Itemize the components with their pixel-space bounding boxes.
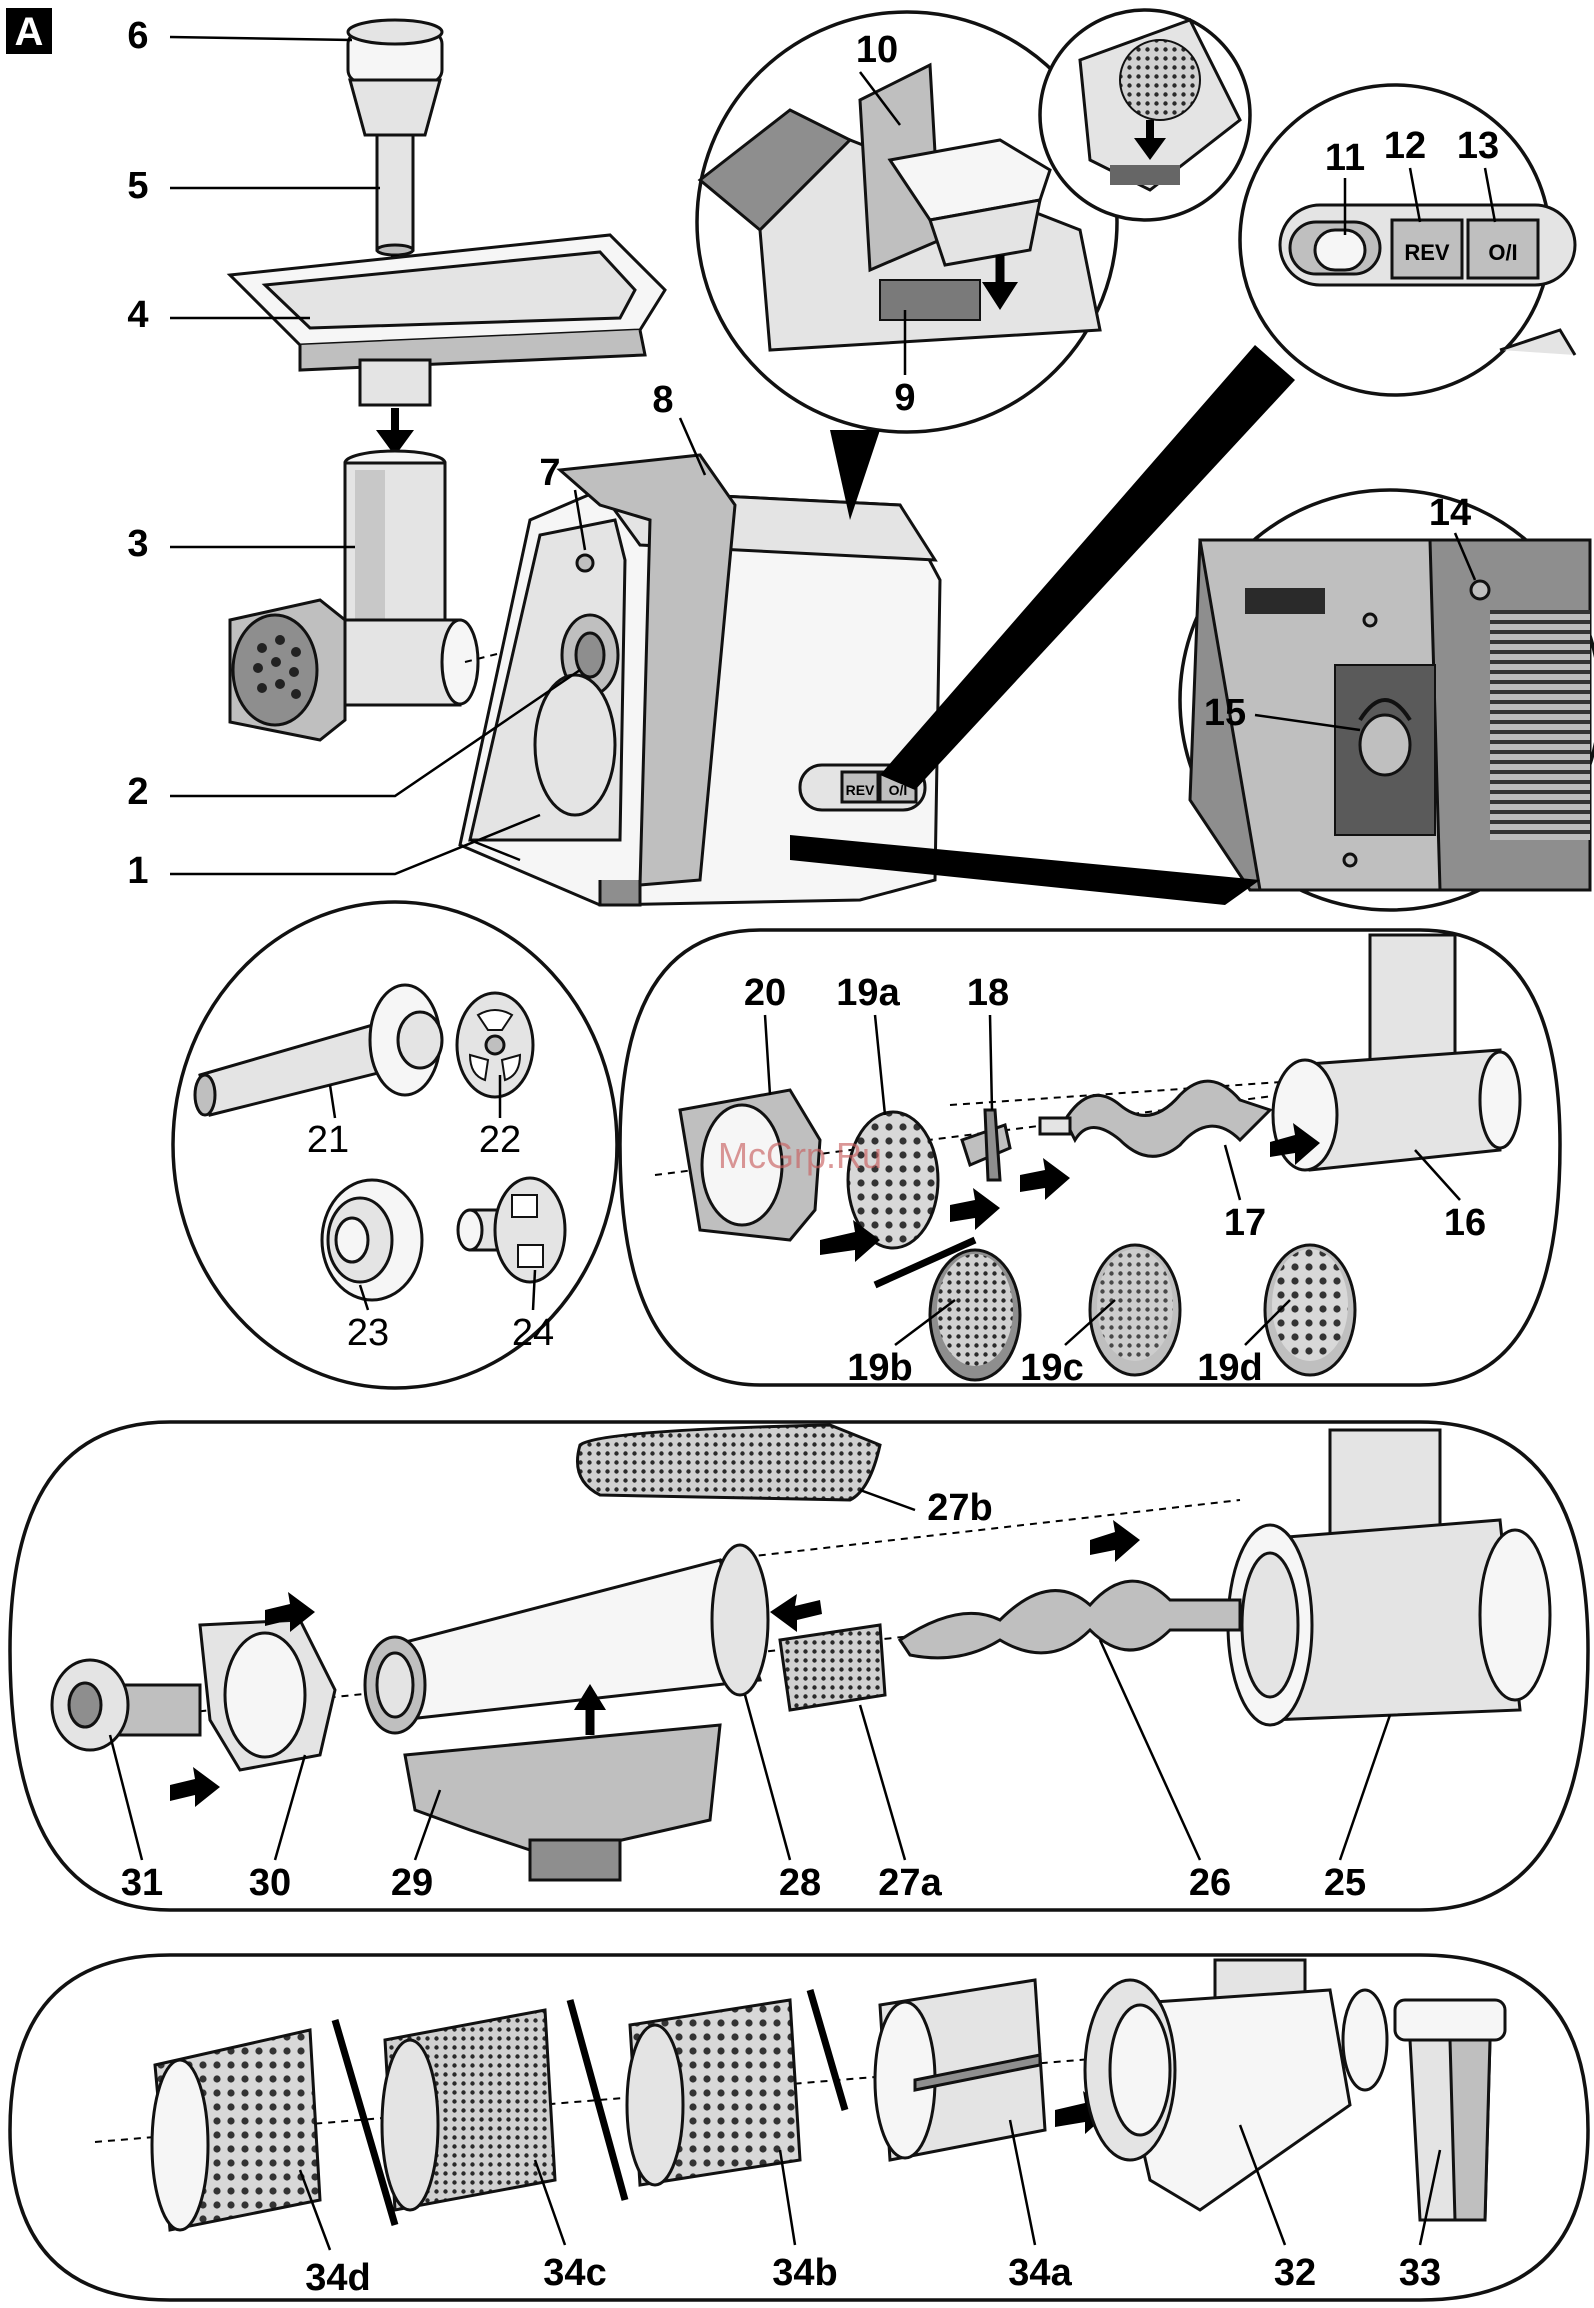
watermark: McGrp.Ru xyxy=(718,1135,882,1176)
label-34a: 34a xyxy=(1008,2252,1072,2294)
label-27a: 27a xyxy=(878,1862,942,1904)
figure-letter-badge: A xyxy=(6,8,52,54)
label-7: 7 xyxy=(539,452,560,494)
label-34b: 34b xyxy=(772,2252,837,2294)
label-16: 16 xyxy=(1444,1202,1486,1244)
label-29: 29 xyxy=(391,1862,433,1904)
label-5: 5 xyxy=(127,165,148,207)
label-34d: 34d xyxy=(305,2257,370,2299)
label-25: 25 xyxy=(1324,1862,1366,1904)
label-23: 23 xyxy=(347,1312,389,1354)
label-12: 12 xyxy=(1384,125,1426,167)
label-8: 8 xyxy=(652,379,673,421)
label-14: 14 xyxy=(1429,492,1471,534)
panel-shredder-attachment: 34d 34c 34b 34a 32 33 xyxy=(10,1955,1588,2300)
motor-base: REV O/I xyxy=(460,455,940,905)
label-31: 31 xyxy=(121,1862,163,1904)
panel-sausage-attachments: 21 22 23 24 xyxy=(173,902,617,1388)
filling-tray xyxy=(230,235,665,405)
label-6: 6 xyxy=(127,15,148,57)
label-21: 21 xyxy=(307,1119,349,1161)
label-19d: 19d xyxy=(1197,1347,1262,1389)
label-11: 11 xyxy=(1325,137,1365,179)
label-30: 30 xyxy=(249,1862,291,1904)
label-17: 17 xyxy=(1224,1202,1266,1244)
label-10: 10 xyxy=(856,29,898,71)
label-18: 18 xyxy=(967,972,1009,1014)
label-20: 20 xyxy=(744,972,786,1014)
label-27b: 27b xyxy=(927,1487,992,1529)
label-24: 24 xyxy=(512,1312,554,1354)
label-26: 26 xyxy=(1189,1862,1231,1904)
label-19c: 19c xyxy=(1020,1347,1083,1389)
button-rev-small: REV xyxy=(846,782,875,798)
label-1: 1 xyxy=(127,850,148,892)
label-28: 28 xyxy=(779,1862,821,1904)
label-2: 2 xyxy=(127,771,148,813)
label-13: 13 xyxy=(1457,125,1499,167)
label-15: 15 xyxy=(1204,692,1246,734)
button-power: O/I xyxy=(1488,240,1517,265)
label-3: 3 xyxy=(127,523,148,565)
button-rev: REV xyxy=(1404,240,1450,265)
inset-disc-storage xyxy=(1040,10,1250,220)
food-pusher xyxy=(348,20,442,255)
label-19b: 19b xyxy=(847,1347,912,1389)
label-19a: 19a xyxy=(836,972,900,1014)
mincer-housing xyxy=(230,451,478,740)
inset-cord-storage: 14 15 xyxy=(1180,490,1594,910)
label-4: 4 xyxy=(127,294,148,336)
label-32: 32 xyxy=(1274,2252,1316,2294)
label-22: 22 xyxy=(479,1119,521,1161)
inset-control-buttons: REV O/I 11 12 13 xyxy=(1240,85,1575,395)
label-33: 33 xyxy=(1399,2252,1441,2294)
label-9: 9 xyxy=(894,377,915,419)
figure-letter: A xyxy=(15,10,44,54)
panel-juicer-attachment: 27b 31 30 29 28 27a 26 25 xyxy=(10,1422,1588,1910)
panel-mincer-parts: 20 19a 18 17 16 19b 19c 19d McGrp.Ru xyxy=(620,930,1560,1389)
label-34c: 34c xyxy=(543,2252,606,2294)
